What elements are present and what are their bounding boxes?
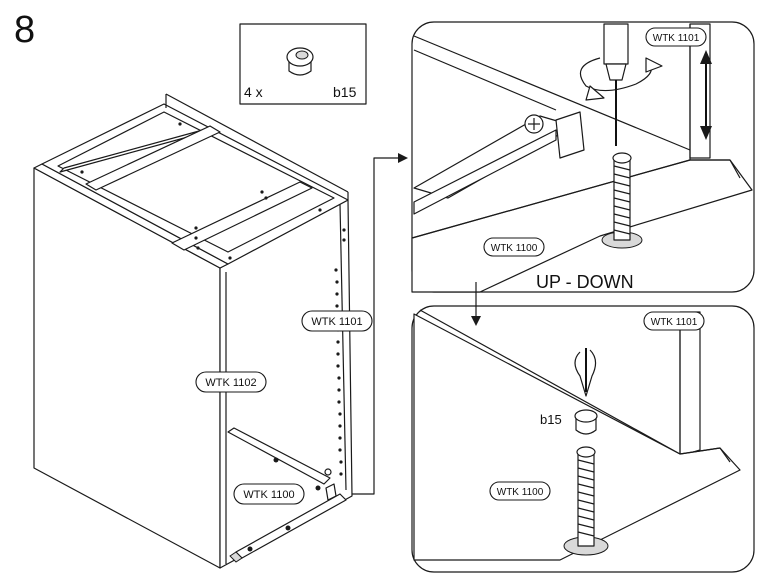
top-detail-caption: UP - DOWN — [536, 272, 634, 292]
top-detail-side-label: WTK 1101 — [653, 33, 700, 44]
rotate-arrow-icon — [579, 57, 663, 101]
detail-pointer-arrow — [352, 153, 408, 495]
cabinet-drawing: WTK 1102 WTK 1101 WTK 1100 — [33, 93, 373, 569]
threaded-leveler — [601, 152, 643, 249]
hardware-box: 4 x b15 — [239, 23, 367, 105]
label-bottom-rail: WTK 1100 — [243, 489, 294, 501]
top-detail-panel: WTK 1101 WTK 1100 UP - DOWN — [411, 21, 755, 293]
bottom-detail-base-label: WTK 1100 — [497, 487, 544, 498]
foot-cap-icon-bottom — [574, 409, 598, 435]
bottom-detail-panel: b15 WTK 1101 WTK 1100 — [411, 305, 755, 573]
hardware-quantity: 4 x — [244, 84, 263, 100]
step-number: 8 — [14, 9, 35, 51]
threaded-leveler-bottom — [563, 446, 609, 556]
bottom-detail-side-label: WTK 1101 — [651, 317, 698, 328]
down-arrow-icon — [471, 282, 481, 326]
screwdriver-icon — [603, 23, 629, 146]
label-back-side: WTK 1101 — [311, 316, 362, 328]
insert-down-arrow-icon — [574, 348, 597, 397]
foot-cap-icon — [286, 47, 314, 76]
label-side-panel: WTK 1102 — [205, 377, 256, 389]
bottom-detail-cap-label: b15 — [540, 412, 562, 427]
top-detail-base-label: WTK 1100 — [491, 243, 538, 254]
hardware-part-code: b15 — [333, 84, 357, 100]
up-down-arrow-icon — [700, 50, 712, 140]
